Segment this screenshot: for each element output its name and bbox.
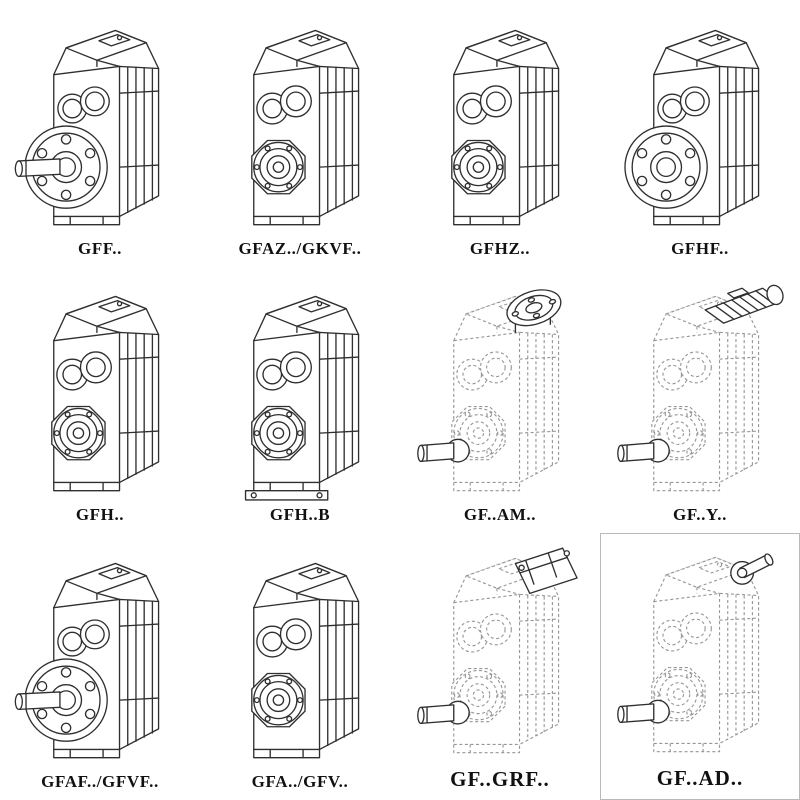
model-label: GFA../GFV..: [251, 771, 349, 791]
gearbox-gfhf-drawing: [624, 29, 760, 225]
model-label: GFH..: [75, 505, 125, 525]
catalog-cell-gfhb: GFH..B: [200, 267, 400, 534]
catalog-cell-gfgrf: GF..GRF..: [400, 533, 600, 800]
model-label: GF..AD..: [656, 765, 744, 790]
gearbox-gfam-drawing: [417, 283, 567, 492]
catalog-cell-gfhz: GFHZ..: [400, 0, 600, 267]
gearbox-gfgrf-drawing: [417, 547, 578, 754]
model-label: GFAF../GFVF..: [41, 771, 159, 791]
gearbox-gfhz-drawing: [451, 29, 560, 225]
model-label: GF..AM..: [463, 505, 537, 525]
gearbox-gfy-drawing: [617, 282, 787, 492]
model-label: GFHF..: [671, 238, 729, 258]
model-label: GFAZ../GKVF..: [238, 238, 362, 258]
gearbox-gfa-drawing: [251, 562, 360, 759]
gearbox-gfaz-drawing: [251, 29, 360, 225]
model-label: GFHZ..: [469, 238, 531, 258]
catalog-cell-gff: GFF..: [0, 0, 200, 267]
catalog-cell-gfy: GF..Y..: [600, 267, 800, 534]
catalog-cell-gfa: GFA../GFV..: [200, 533, 400, 800]
catalog-cell-gfaf: GFAF../GFVF..: [0, 533, 200, 800]
gearbox-gff-drawing: [14, 29, 160, 225]
model-label: GF..Y..: [673, 505, 727, 525]
gearbox-gfh-drawing: [51, 296, 160, 492]
catalog-cell-gfhf: GFHF..: [600, 0, 800, 267]
catalog-cell-gfh: GFH..: [0, 267, 200, 534]
gearbox-gfaf-drawing: [14, 562, 160, 759]
catalog-cell-gfaz: GFAZ../GKVF..: [200, 0, 400, 267]
gearbox-gfhb-drawing: [244, 296, 360, 501]
catalog-cell-gfad: GF..AD..: [600, 533, 800, 800]
catalog-cell-gfam: GF..AM..: [400, 267, 600, 534]
model-label: GFF..: [78, 238, 122, 258]
model-label: GFH..B: [269, 505, 331, 525]
model-label: GF..GRF..: [450, 766, 550, 791]
gearbox-gfad-drawing: [617, 552, 776, 753]
